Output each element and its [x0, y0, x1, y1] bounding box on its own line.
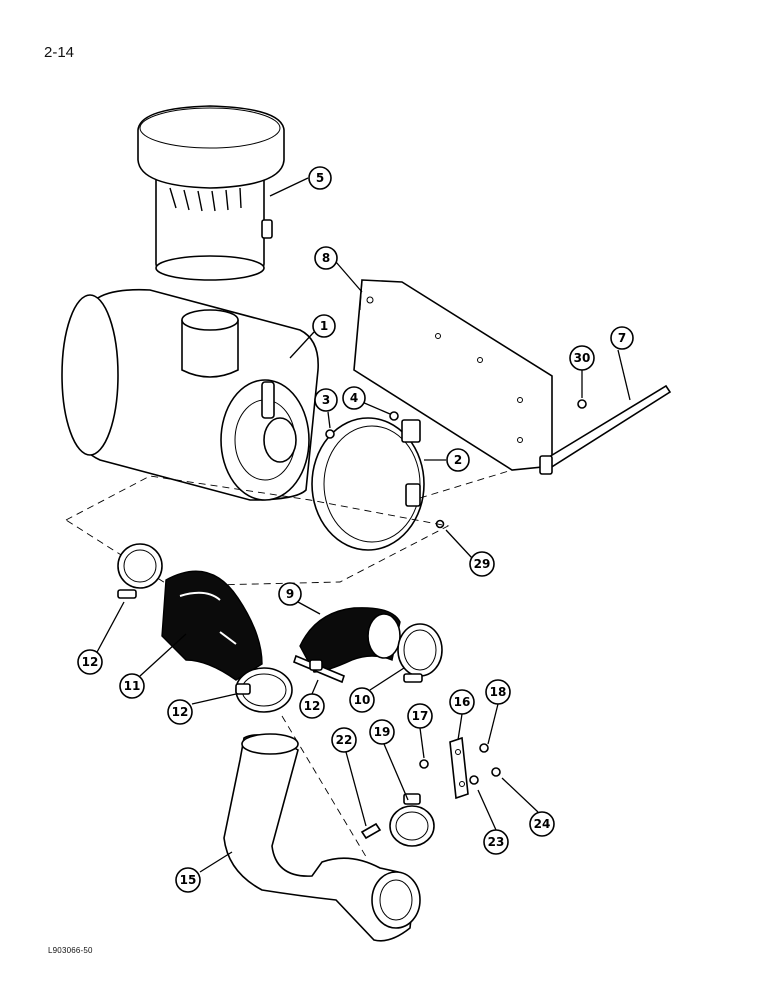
callout-7: 7 [610, 326, 634, 350]
callout-8: 8 [314, 246, 338, 270]
intake-pipe-15-drawing [223, 715, 421, 942]
svg-text:29: 29 [474, 557, 491, 571]
svg-text:19: 19 [374, 725, 391, 739]
callout-30: 30 [569, 345, 595, 371]
svg-text:17: 17 [412, 709, 429, 723]
callout-2: 2 [446, 448, 470, 472]
hose-clamp-10-drawing [397, 623, 443, 683]
callout-24: 24 [529, 811, 555, 837]
svg-text:5: 5 [316, 171, 324, 185]
callout-19: 19 [369, 719, 395, 745]
svg-text:8: 8 [322, 251, 330, 265]
dashed-bracket-line [419, 469, 513, 499]
callout-4: 4 [342, 386, 366, 410]
elbow-hose-11-drawing [161, 570, 263, 681]
callout-23: 23 [483, 829, 509, 855]
svg-text:12: 12 [172, 705, 189, 719]
svg-text:12: 12 [304, 699, 321, 713]
hose-clamp-upper-drawing [117, 543, 163, 599]
svg-text:15: 15 [180, 873, 197, 887]
callout-17: 17 [407, 703, 433, 729]
svg-text:10: 10 [354, 693, 371, 707]
elbow-hose-9-drawing [299, 607, 401, 673]
callout-29: 29 [469, 551, 495, 577]
callout-18: 18 [485, 679, 511, 705]
support-rod-drawing [539, 384, 672, 475]
callout-11: 11 [119, 673, 145, 699]
callout-12-lower: 12 [167, 699, 193, 725]
svg-text:16: 16 [454, 695, 471, 709]
callout-10: 10 [349, 687, 375, 713]
svg-text:18: 18 [490, 685, 507, 699]
page-number: 2-14 [44, 44, 75, 61]
svg-text:12: 12 [82, 655, 99, 669]
callout-1: 1 [312, 314, 336, 338]
svg-text:11: 11 [124, 679, 141, 693]
callout-12-strip: 12 [299, 693, 325, 719]
svg-text:4: 4 [350, 391, 358, 405]
svg-text:23: 23 [488, 835, 505, 849]
fastener-drawings-bottom [360, 736, 501, 847]
precleaner-cap-drawing [137, 105, 285, 281]
callout-22: 22 [331, 727, 357, 753]
band-clamp-drawing [311, 417, 425, 551]
svg-text:1: 1 [320, 319, 328, 333]
callout-16: 16 [449, 689, 475, 715]
svg-text:30: 30 [574, 351, 591, 365]
callout-3: 3 [314, 388, 338, 412]
callout-9: 9 [278, 582, 302, 606]
svg-text:9: 9 [286, 587, 294, 601]
svg-text:7: 7 [618, 331, 626, 345]
figure-reference-code: L903066-50 [48, 946, 93, 955]
hose-clamp-strip-drawing [293, 654, 345, 684]
callout-15: 15 [175, 867, 201, 893]
fastener-drawings-top [325, 399, 587, 529]
svg-text:24: 24 [534, 817, 551, 831]
svg-text:22: 22 [336, 733, 353, 747]
svg-text:3: 3 [322, 393, 330, 407]
air-cleaner-housing-drawing [61, 288, 319, 501]
callout-12-upper: 12 [77, 649, 103, 675]
svg-text:2: 2 [454, 453, 462, 467]
leader-lines [95, 177, 631, 873]
callout-5: 5 [308, 166, 332, 190]
hose-clamp-lower-drawing [235, 667, 293, 713]
